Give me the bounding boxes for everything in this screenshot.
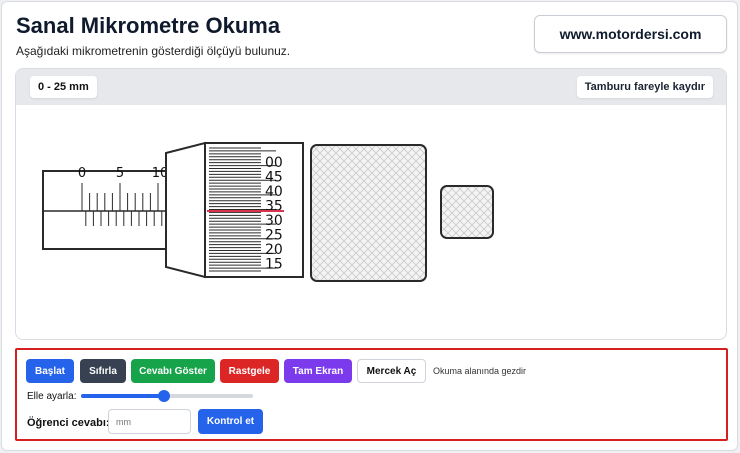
page-subtitle: Aşağıdaki mikrometrenin gösterdiği ölçüy…: [16, 44, 291, 58]
slider-label: Elle ayarla:: [27, 391, 77, 402]
thimble-number: 25: [265, 228, 283, 244]
reset-button[interactable]: Sıfırla: [80, 359, 126, 383]
slider-thumb[interactable]: [157, 390, 170, 402]
thimble-bevel: [165, 141, 206, 279]
site-link-button[interactable]: www.motordersi.com: [534, 15, 727, 53]
answer-label: Öğrenci cevabı:: [27, 417, 110, 429]
thimble-number: 40: [265, 184, 283, 200]
start-button[interactable]: Başlat: [26, 359, 74, 383]
check-button[interactable]: Kontrol et: [198, 409, 263, 434]
micrometer-sleeve: [42, 170, 170, 250]
fullscreen-button[interactable]: Tam Ekran: [284, 359, 352, 383]
stage-toolbar: 0 - 25 mm Tamburu fareyle kaydır: [16, 69, 726, 105]
thimble-number: 30: [265, 213, 283, 229]
thimble-scale: [209, 147, 276, 272]
range-badge: 0 - 25 mm: [30, 76, 97, 98]
micrometer-stage[interactable]: 0 - 25 mm Tamburu fareyle kaydır 0 5 10: [15, 68, 727, 340]
page-title: Sanal Mikrometre Okuma: [16, 13, 281, 38]
ratchet-cap[interactable]: [440, 185, 494, 239]
scroll-hint-badge: Tamburu fareyle kaydır: [576, 76, 713, 98]
thimble-number: 45: [265, 170, 283, 186]
control-panel: Başlat Sıfırla Cevabı Göster Rastgele Ta…: [15, 348, 728, 441]
manual-adjust-slider[interactable]: [81, 390, 253, 402]
loupe-note: Okuma alanında gezdir: [433, 366, 527, 376]
ratchet-knob[interactable]: [310, 144, 427, 282]
answer-input[interactable]: [108, 409, 191, 434]
thimble-number: 20: [265, 242, 283, 258]
random-button[interactable]: Rastgele: [220, 359, 279, 383]
thimble-number: 15: [265, 257, 283, 273]
show-answer-button[interactable]: Cevabı Göster: [131, 359, 215, 383]
sleeve-number-5: 5: [116, 166, 124, 181]
slider-fill: [81, 394, 164, 398]
thimble-number: 00: [265, 155, 283, 171]
loupe-button[interactable]: Mercek Aç: [357, 359, 426, 383]
sleeve-number-10: 10: [152, 166, 169, 181]
sleeve-number-0: 0: [78, 166, 86, 181]
sleeve-scale: [81, 183, 167, 226]
